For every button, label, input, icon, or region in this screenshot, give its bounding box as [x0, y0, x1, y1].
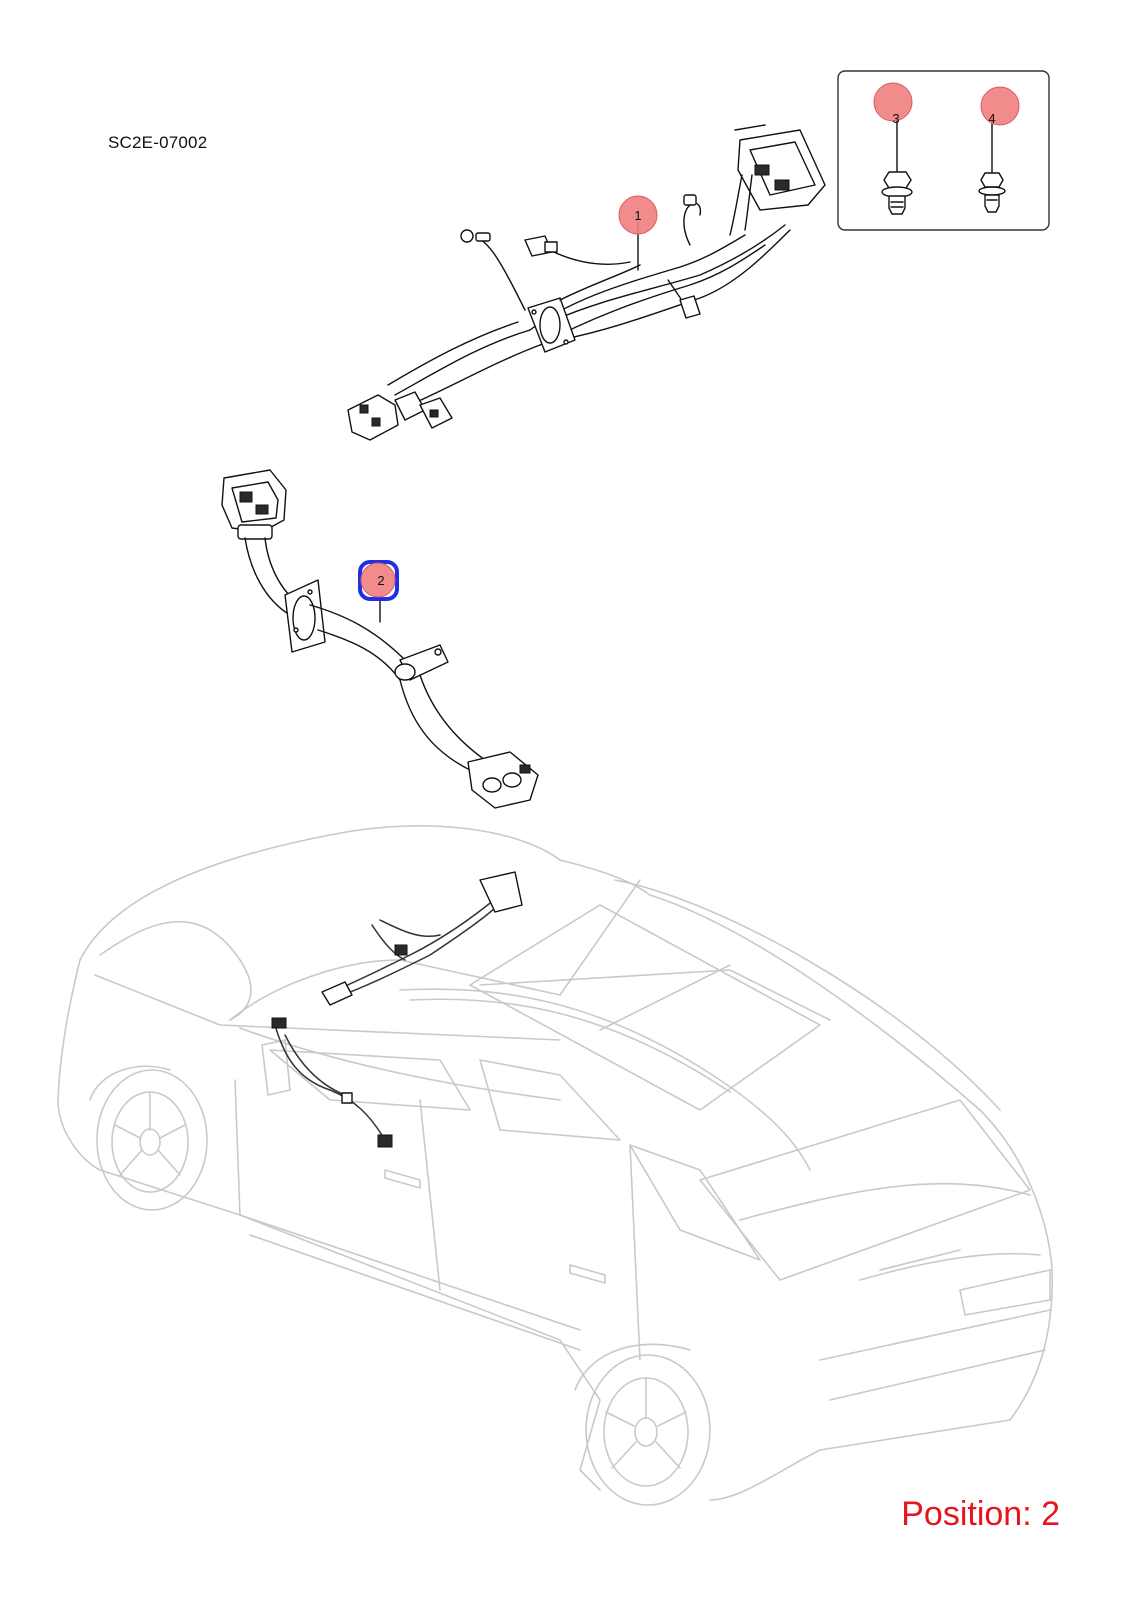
callout-3[interactable]: 3: [873, 82, 913, 126]
vehicle-harness-location: [271, 871, 523, 1148]
diagram-code: SC2E-07002: [108, 133, 208, 152]
callout-3-dot: [873, 82, 913, 122]
position-label: Position: 2: [901, 1495, 1060, 1533]
fastener-inset: [837, 70, 1050, 231]
callout-2-number: 2: [377, 573, 384, 588]
harness-part-1: [347, 124, 826, 441]
bolt-part-3: [881, 117, 913, 215]
bolt-part-4: [978, 117, 1006, 213]
callout-4-dot: [980, 86, 1020, 126]
callout-3-number: 3: [892, 111, 899, 126]
callout-1-number: 1: [634, 208, 641, 223]
callout-2[interactable]: 2: [358, 560, 399, 601]
callout-1-dot: [618, 195, 658, 235]
harness-part-2: [221, 469, 539, 809]
callout-4-number: 4: [988, 111, 995, 126]
callout-2-dot: [360, 562, 396, 598]
callout-4[interactable]: 4: [980, 86, 1020, 126]
vehicle-outline: [57, 825, 1053, 1506]
callout-1[interactable]: 1: [618, 195, 658, 235]
callout-2-selection-outline: [358, 560, 399, 601]
